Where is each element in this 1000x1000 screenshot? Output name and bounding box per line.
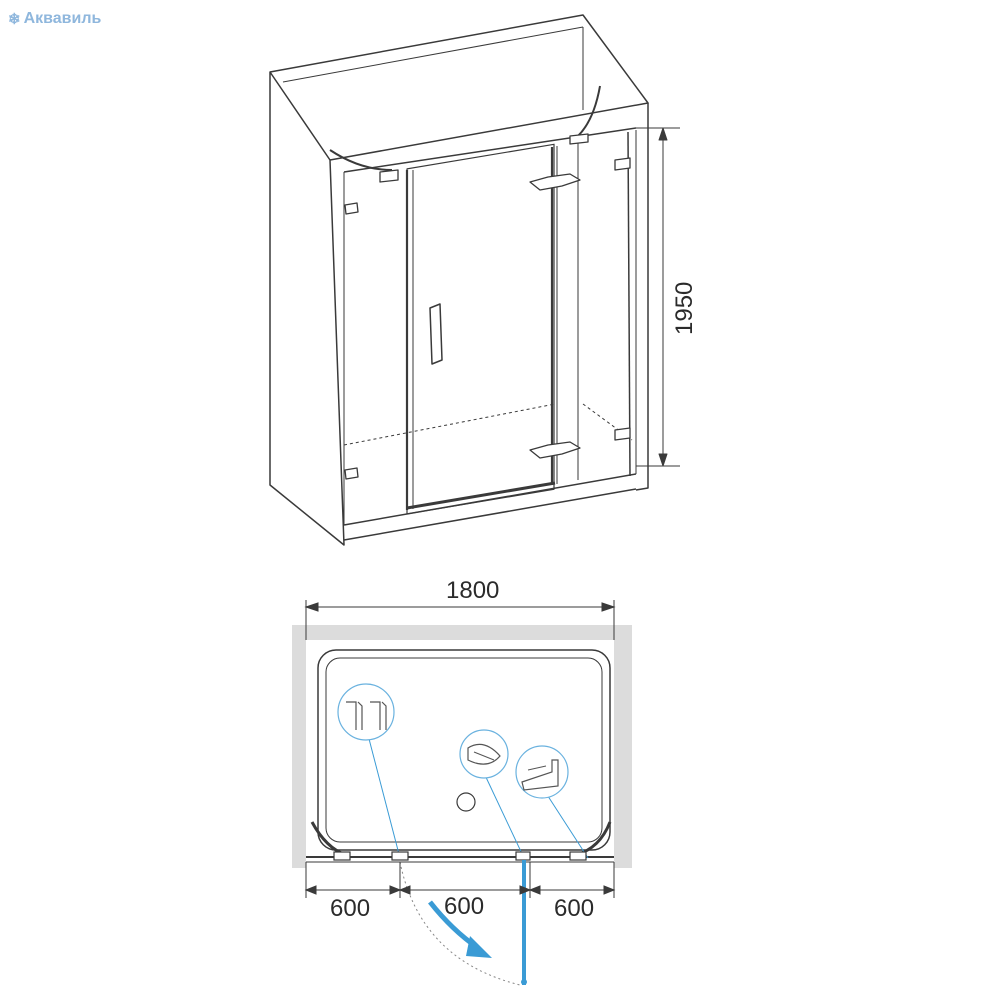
right-panel-right xyxy=(627,131,631,477)
brand-name: Аквавиль xyxy=(23,10,102,27)
left-wall xyxy=(269,71,345,546)
drain xyxy=(456,792,476,812)
segment-middle-label: 600 xyxy=(444,893,484,920)
segment-left-label: 600 xyxy=(330,895,370,922)
bracket-detail-callout xyxy=(515,745,569,799)
brand-logo: ❄ Аквавиль xyxy=(8,10,101,28)
perspective-view xyxy=(269,14,680,546)
door-swing-arrowhead xyxy=(466,936,492,958)
wall-top-inner xyxy=(282,26,584,83)
door-handle xyxy=(429,303,443,365)
handle-detail-callout xyxy=(459,729,509,779)
tray-back xyxy=(343,403,556,446)
tray-inner xyxy=(325,657,603,843)
height-label: 1950 xyxy=(671,282,698,335)
segment-dimensions xyxy=(304,862,616,898)
wall-top xyxy=(269,14,649,161)
right-wall-edge xyxy=(635,103,649,491)
width-dimension xyxy=(304,600,616,640)
width-label: 1800 xyxy=(446,577,499,604)
tray-front-2 xyxy=(343,488,637,541)
hinge-detail-callout xyxy=(337,683,395,741)
plan-fittings xyxy=(333,851,587,861)
leader-3 xyxy=(543,789,589,859)
top-bar-left xyxy=(329,149,393,171)
top-bar-right xyxy=(577,85,601,137)
door-bottom xyxy=(406,481,556,510)
swing-arc xyxy=(399,861,521,986)
door-panel xyxy=(406,143,555,515)
leader-1 xyxy=(367,734,401,859)
door-pivot xyxy=(521,979,527,985)
height-dimension xyxy=(636,127,680,467)
leader-2 xyxy=(483,772,525,859)
plan-view xyxy=(292,600,632,986)
swoosh-logo-icon: ❄ xyxy=(8,10,21,28)
hinge-detail-icon xyxy=(344,133,631,480)
segment-right-label: 600 xyxy=(554,895,594,922)
